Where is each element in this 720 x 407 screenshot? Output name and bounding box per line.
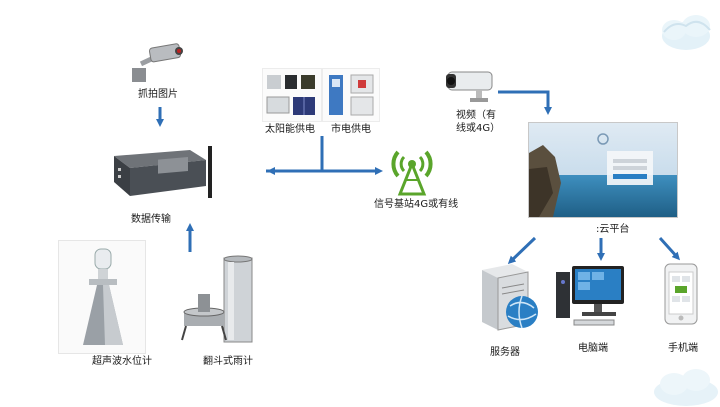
cloud-decoration-icon (648, 362, 720, 407)
mains-label: 市电供电 (331, 124, 371, 135)
capture-label: 抓拍图片 (138, 89, 178, 100)
camera-icon (128, 38, 188, 84)
pc-label: 电脑端 (578, 343, 608, 354)
phone-label: 手机端 (668, 343, 698, 354)
solar-label: 太阳能供电 (265, 124, 315, 135)
server-label: 服务器 (490, 347, 520, 358)
rain-gauge-icon (176, 254, 264, 348)
cloud-platform-screen (528, 122, 678, 218)
server-icon (478, 262, 546, 334)
desktop-pc-icon (554, 262, 628, 328)
video-label-line1: 视频（有 (456, 110, 496, 121)
solar-panel-icon (262, 68, 322, 122)
base-station-label: 信号基站4G或有线 (374, 199, 459, 210)
transmission-label: 数据传输 (131, 214, 171, 225)
cloud-label: :云平台 (596, 224, 630, 235)
cloud-decoration-icon (656, 6, 718, 60)
video-camera-icon (442, 68, 500, 104)
radar-label: 超声波水位计 (92, 356, 152, 367)
signal-tower-icon (384, 142, 440, 196)
radar-level-icon (58, 240, 146, 354)
rain-gauge-label: 翻斗式雨计 (203, 356, 253, 367)
mobile-phone-icon (663, 262, 699, 326)
mains-power-icon (322, 68, 380, 122)
transmission-unit-icon (108, 140, 224, 202)
video-label-line2: 线或4G） (456, 123, 501, 134)
